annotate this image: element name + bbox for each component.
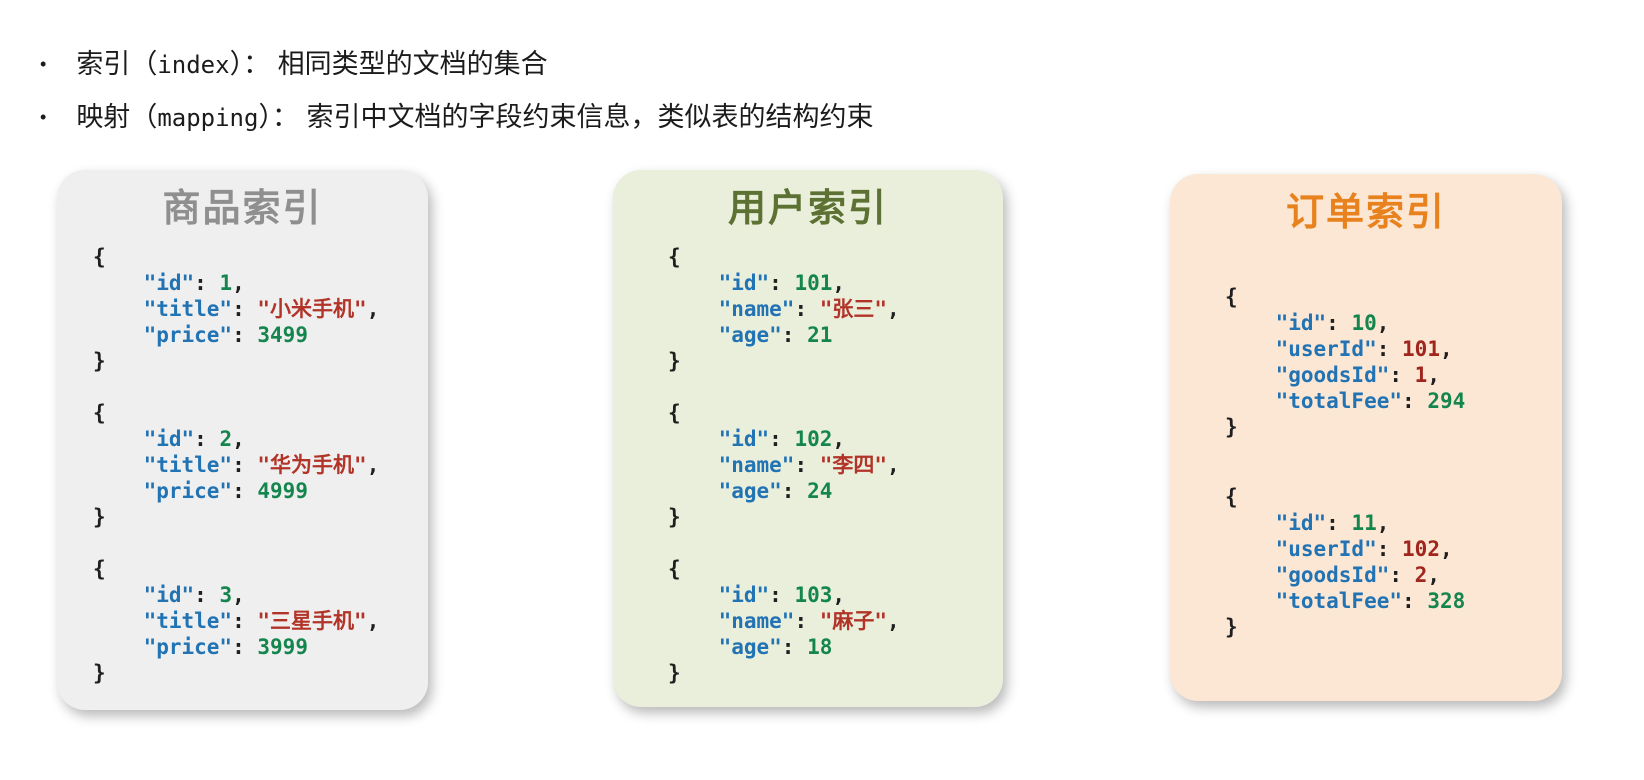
json-line: "id": 3, (143, 583, 245, 607)
json-line: "price": 3999 (143, 635, 308, 659)
bullet-index: • 索引（index）： 相同类型的文档的集合 (40, 46, 873, 85)
json-object: { "id": 102, "name": "李四", "age": 24} (668, 400, 1003, 530)
json-line: "title": "三星手机", (143, 609, 380, 633)
json-line: "price": 3499 (143, 323, 308, 347)
card-user-index: 用户索引 { "id": 101, "name": "张三", "age": 2… (613, 170, 1003, 707)
card-title-goods: 商品索引 (162, 188, 323, 230)
json-line: "id": 103, (718, 583, 846, 607)
card-goods-index: 商品索引 { "id": 1, "title": "小米手机", "price"… (57, 170, 428, 710)
json-line: { (93, 401, 106, 425)
json-line: "userId": 102, (1275, 537, 1453, 561)
json-line: "id": 2, (143, 427, 245, 451)
json-line: "age": 21 (718, 323, 833, 347)
json-line: { (93, 557, 106, 581)
bullet-dot-icon: • (40, 107, 47, 127)
json-line: } (93, 505, 106, 529)
card-order-index: 订单索引 { "id": 10, "userId": 101, "goodsId… (1170, 174, 1562, 701)
order-json-code: { "id": 10, "userId": 101, "goodsId": 1,… (1170, 236, 1562, 640)
json-line: "age": 24 (718, 479, 833, 503)
json-line: "id": 11, (1275, 511, 1390, 535)
json-line: { (1225, 485, 1238, 509)
card-title-order: 订单索引 (1285, 192, 1446, 234)
json-line: } (668, 661, 681, 685)
json-line: "id": 101, (718, 271, 846, 295)
json-line: "totalFee": 294 (1275, 389, 1466, 413)
json-object: { "id": 1, "title": "小米手机", "price": 349… (93, 244, 428, 374)
json-line: "age": 18 (718, 635, 833, 659)
json-line: { (668, 245, 681, 269)
json-line: "goodsId": 2, (1275, 563, 1440, 587)
json-line: "goodsId": 1, (1275, 363, 1440, 387)
user-json-code: { "id": 101, "name": "张三", "age": 21}{ "… (613, 232, 1003, 686)
json-line: } (668, 505, 681, 529)
bullet-list: • 索引（index）： 相同类型的文档的集合 • 映射（mapping）： 索… (40, 46, 873, 138)
json-line: "id": 102, (718, 427, 846, 451)
json-line: { (668, 557, 681, 581)
card-title-user: 用户索引 (727, 188, 888, 230)
json-line: "title": "小米手机", (143, 297, 380, 321)
json-object: { "id": 3, "title": "三星手机", "price": 399… (93, 556, 428, 686)
json-line: { (1225, 285, 1238, 309)
bullet-mapping: • 映射（mapping）： 索引中文档的字段约束信息，类似表的结构约束 (40, 99, 873, 138)
json-object: { "id": 103, "name": "麻子", "age": 18} (668, 556, 1003, 686)
json-line: "id": 10, (1275, 311, 1390, 335)
bullet-mapping-text: 映射（mapping）： 索引中文档的字段约束信息，类似表的结构约束 (76, 102, 874, 132)
bullet-dot-icon: • (40, 54, 47, 74)
json-line: "userId": 101, (1275, 337, 1453, 361)
bullet-index-text: 索引（index）： 相同类型的文档的集合 (76, 49, 548, 79)
json-object: { "id": 10, "userId": 101, "goodsId": 1,… (1225, 284, 1562, 440)
json-line: "name": "张三", (718, 297, 900, 321)
goods-json-code: { "id": 1, "title": "小米手机", "price": 349… (57, 232, 428, 686)
json-line: "totalFee": 328 (1275, 589, 1466, 613)
json-line: } (1225, 415, 1238, 439)
json-object: { "id": 101, "name": "张三", "age": 21} (668, 244, 1003, 374)
json-line: "title": "华为手机", (143, 453, 380, 477)
json-line: } (93, 661, 106, 685)
json-object: { "id": 2, "title": "华为手机", "price": 499… (93, 400, 428, 530)
json-line: "name": "李四", (718, 453, 900, 477)
json-line: "id": 1, (143, 271, 245, 295)
json-line: { (93, 245, 106, 269)
json-object: { "id": 11, "userId": 102, "goodsId": 2,… (1225, 484, 1562, 640)
json-line: { (668, 401, 681, 425)
json-line: "price": 4999 (143, 479, 308, 503)
json-line: "name": "麻子", (718, 609, 900, 633)
json-line: } (1225, 615, 1238, 639)
json-line: } (668, 349, 681, 373)
json-line: } (93, 349, 106, 373)
